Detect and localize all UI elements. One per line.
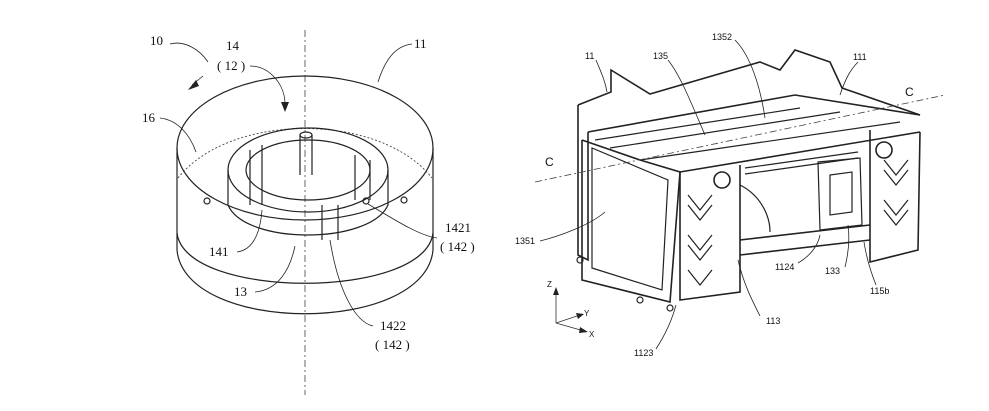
hole	[362, 197, 370, 205]
front-panel-1351	[581, 139, 681, 304]
label-12: ( 12 )	[217, 58, 245, 73]
leader-11	[377, 43, 413, 83]
label-r133: 133	[825, 266, 840, 276]
left-end-plate	[577, 105, 589, 262]
label-c-right: C	[905, 85, 914, 99]
label-r111: 111	[853, 52, 867, 62]
leader-r1123	[655, 304, 677, 350]
inner-ring-wall	[227, 170, 389, 236]
label-10: 10	[150, 33, 163, 48]
bolt-front	[713, 171, 731, 189]
chevrons-right	[883, 159, 909, 226]
top-line	[594, 107, 801, 141]
leader-14	[249, 65, 286, 105]
label-142-b: ( 142 )	[375, 337, 410, 352]
hole	[400, 196, 408, 204]
label-14: 14	[226, 38, 240, 53]
leader-r135	[667, 59, 706, 136]
left-figure-cylinder	[159, 30, 438, 395]
right-figure-frame	[534, 39, 946, 350]
axis-x	[555, 322, 585, 332]
leader-141	[236, 209, 263, 253]
leader-16	[159, 117, 197, 153]
label-11: 11	[414, 36, 427, 51]
slot-rail	[744, 157, 859, 175]
inner-arch	[739, 184, 771, 233]
leader-r111	[839, 61, 859, 96]
boss-top	[299, 131, 313, 139]
leader-1422	[329, 239, 374, 327]
middle-band	[176, 232, 434, 284]
label-r11: 11	[585, 51, 594, 61]
label-axis-y: Y	[584, 309, 590, 318]
label-r1124: 1124	[775, 262, 794, 272]
pin	[666, 304, 674, 312]
label-r1351: 1351	[515, 236, 535, 246]
leader-r11	[595, 59, 608, 93]
slot-rail	[744, 151, 859, 169]
bottom-rim	[176, 249, 434, 315]
end-block-front	[679, 165, 741, 301]
leader-10	[169, 42, 209, 63]
label-13: 13	[234, 284, 247, 299]
label-16: 16	[142, 110, 156, 125]
leader-r115b	[863, 241, 877, 286]
inner-ring-inner	[245, 139, 371, 201]
end-block-right	[869, 130, 921, 264]
section-line-c	[534, 94, 946, 183]
front-panel-inner	[591, 147, 669, 291]
leader-r1351	[539, 211, 606, 242]
label-r1123: 1123	[634, 348, 653, 358]
top-rear-edge	[587, 94, 921, 133]
pin	[576, 256, 584, 264]
back-wall-top	[577, 49, 921, 116]
label-axis-x: X	[589, 330, 595, 339]
label-r1352: 1352	[712, 32, 732, 42]
axis-y	[555, 314, 581, 324]
leader-r133	[844, 224, 850, 268]
leader-1421	[367, 203, 438, 239]
bottom-beam-top	[739, 224, 871, 241]
bolt-right	[875, 141, 893, 159]
window-133	[817, 157, 863, 231]
leader-13	[254, 245, 296, 293]
top-front-edge	[679, 131, 921, 173]
label-r115b: 115b	[870, 286, 889, 296]
leader-r113	[737, 259, 761, 317]
arrowhead-10	[188, 80, 199, 90]
top-line	[639, 121, 901, 161]
label-axis-z: Z	[547, 280, 552, 289]
label-r135: 135	[653, 51, 668, 61]
label-141: 141	[209, 244, 229, 259]
label-c-left: C	[545, 155, 554, 169]
label-r113: 113	[766, 316, 780, 326]
leader-r1124	[797, 234, 821, 264]
leader-r1352	[734, 39, 766, 119]
arrowhead-14	[281, 102, 289, 112]
label-1421: 1421	[445, 220, 471, 235]
bottom-beam-bottom	[739, 239, 871, 256]
window-133-inner	[829, 171, 853, 216]
pin	[636, 296, 644, 304]
label-142-a: ( 142 )	[440, 239, 475, 254]
top-line	[609, 111, 841, 149]
chevrons-front	[687, 194, 713, 286]
label-1422: 1422	[380, 318, 406, 333]
hole	[203, 197, 211, 205]
